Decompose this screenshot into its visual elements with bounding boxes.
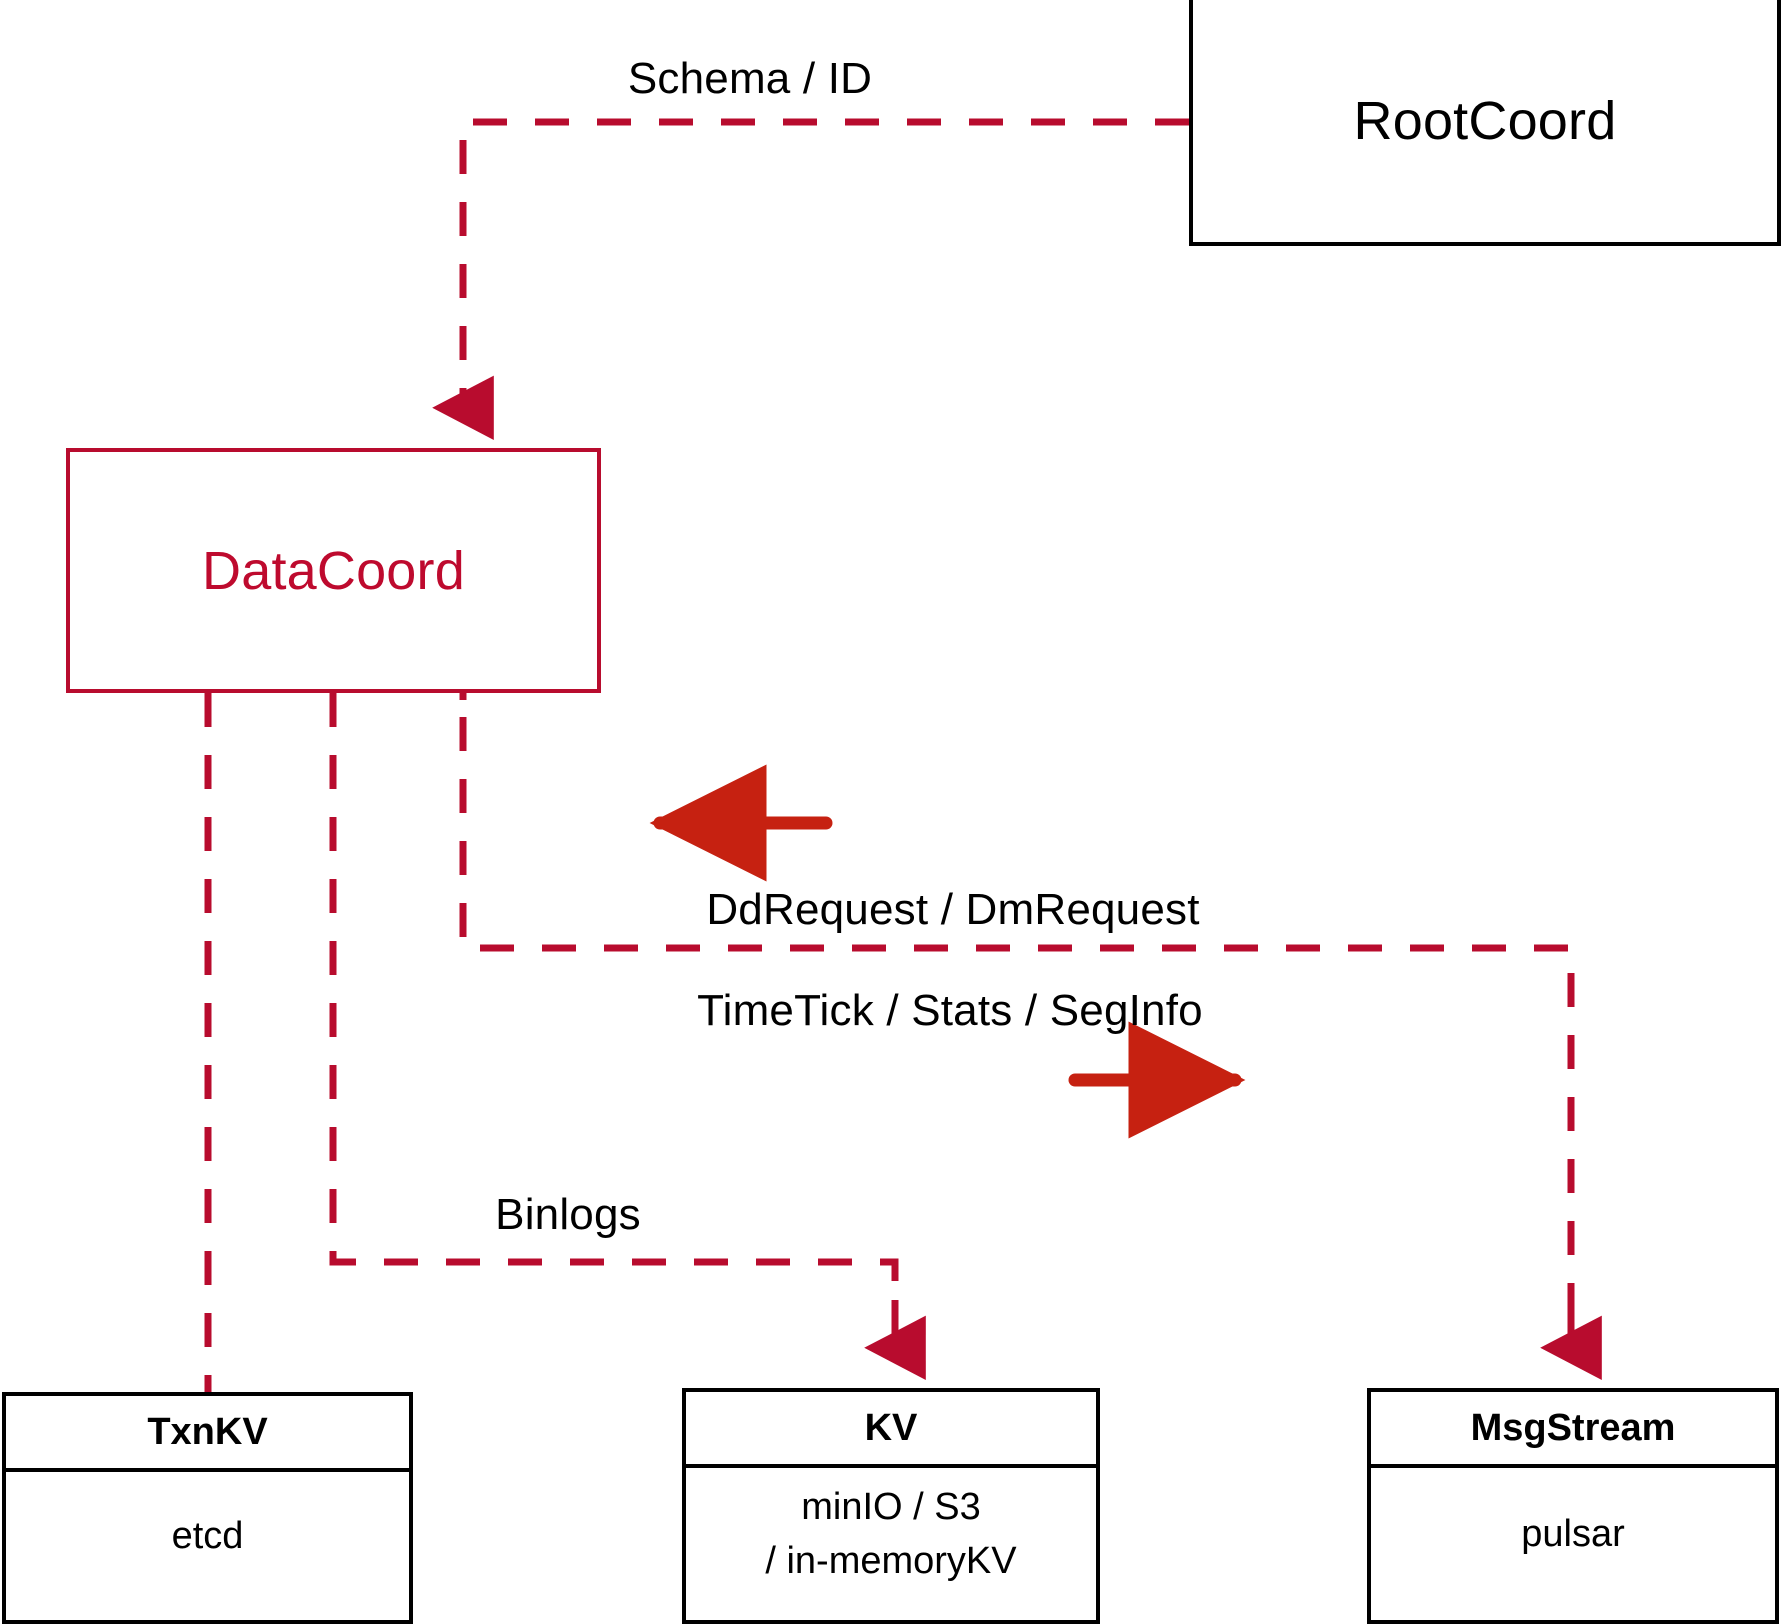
edge-label-dd-dm-request: DdRequest / DmRequest xyxy=(706,885,1200,934)
node-kv[interactable]: KV minIO / S3 / in-memoryKV xyxy=(682,1388,1100,1624)
node-msgstream-header: MsgStream xyxy=(1371,1392,1775,1468)
node-datacoord-label: DataCoord xyxy=(202,540,465,601)
edge-label-schema-id: Schema / ID xyxy=(627,54,873,103)
node-msgstream-body-line-0: pulsar xyxy=(1521,1513,1625,1556)
node-msgstream-body: pulsar xyxy=(1371,1468,1775,1620)
node-kv-body: minIO / S3 / in-memoryKV xyxy=(686,1468,1096,1620)
edge-schema-id xyxy=(432,118,1189,441)
node-txnkv-header: TxnKV xyxy=(6,1396,409,1472)
edge-label-binlogs: Binlogs xyxy=(495,1190,641,1239)
node-kv-body-line-0: minIO / S3 xyxy=(801,1486,981,1529)
node-txnkv-header-label: TxnKV xyxy=(147,1410,268,1453)
node-msgstream[interactable]: MsgStream pulsar xyxy=(1367,1388,1779,1624)
node-txnkv-body-line-0: etcd xyxy=(171,1515,244,1558)
node-txnkv-body: etcd xyxy=(6,1472,409,1620)
edge-label-timetick-stats-seginfo: TimeTick / Stats / SegInfo xyxy=(697,986,1203,1035)
node-kv-header-label: KV xyxy=(864,1406,918,1449)
node-txnkv[interactable]: TxnKV etcd xyxy=(2,1392,413,1624)
node-kv-header: KV xyxy=(686,1392,1096,1468)
node-rootcoord-label: RootCoord xyxy=(1353,91,1617,151)
node-msgstream-header-label: MsgStream xyxy=(1470,1406,1676,1449)
node-kv-body-line-1: / in-memoryKV xyxy=(765,1540,1017,1582)
node-rootcoord[interactable]: RootCoord xyxy=(1189,0,1781,246)
node-datacoord[interactable]: DataCoord xyxy=(66,448,601,693)
edge-binlogs xyxy=(329,693,926,1381)
